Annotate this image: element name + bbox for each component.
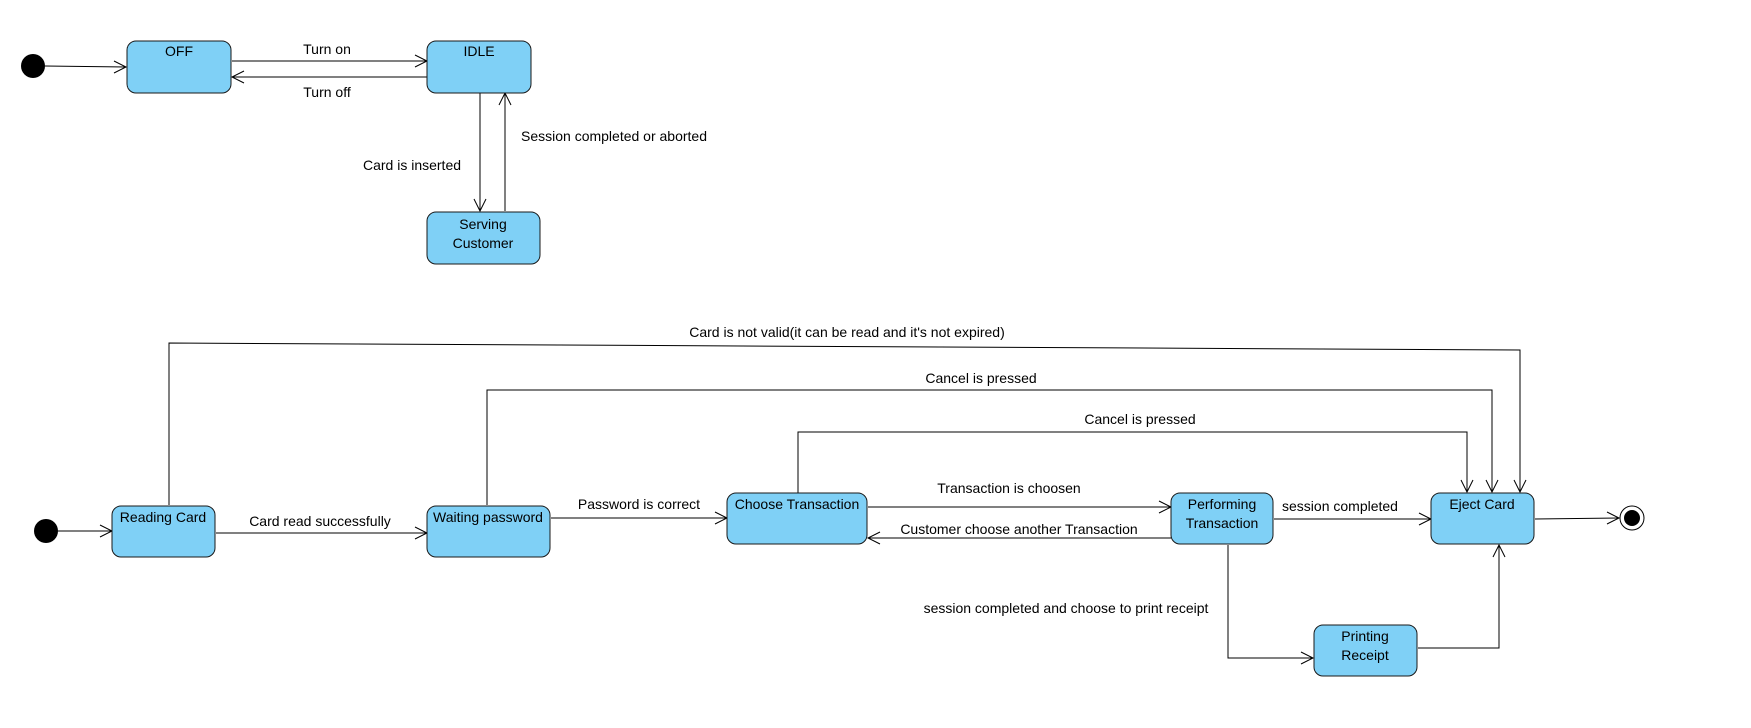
edge-idle-to-serving: Card is inserted <box>363 93 487 213</box>
label-password-is-correct: Password is correct <box>578 496 700 512</box>
state-idle: IDLE <box>426 40 532 94</box>
state-serving-customer-line2: Customer <box>453 235 514 251</box>
state-reading-card: Reading Card <box>111 505 216 558</box>
state-performing-transaction-line2: Transaction <box>1186 515 1259 531</box>
label-session-completed: session completed <box>1282 498 1398 514</box>
edge-performing-to-eject: session completed <box>1274 498 1433 526</box>
state-off: OFF <box>126 40 232 94</box>
label-turn-on: Turn on <box>303 41 351 57</box>
state-idle-label: IDLE <box>463 43 494 59</box>
edge-performing-to-choose: Customer choose another Transaction <box>866 521 1171 545</box>
state-performing-transaction: Performing Transaction <box>1170 492 1274 545</box>
state-printing-receipt-line2: Receipt <box>1341 647 1389 663</box>
edge-initial-to-reading <box>58 524 114 538</box>
initial-state-bottom <box>34 519 58 543</box>
label-cancel-pressed-2: Cancel is pressed <box>1084 411 1195 427</box>
state-serving-customer-line1: Serving <box>459 216 506 232</box>
edge-waiting-to-choose: Password is correct <box>551 496 729 525</box>
edge-serving-to-idle: Session completed or aborted <box>498 91 707 211</box>
label-turn-off: Turn off <box>303 84 351 100</box>
label-transaction-is-choosen: Transaction is choosen <box>937 480 1080 496</box>
edge-waiting-to-eject: Cancel is pressed <box>486 370 1499 505</box>
label-card-not-valid: Card is not valid(it can be read and it'… <box>689 324 1005 340</box>
label-card-is-inserted: Card is inserted <box>363 157 461 173</box>
state-waiting-password: Waiting password <box>426 505 551 558</box>
edge-off-to-idle: Turn on <box>232 41 429 68</box>
edge-initial-to-off <box>44 60 128 74</box>
edge-reading-to-waiting: Card read successfully <box>216 513 429 540</box>
edge-choose-to-performing: Transaction is choosen <box>868 480 1173 514</box>
final-state <box>1619 505 1645 531</box>
state-choose-transaction-label: Choose Transaction <box>735 496 860 512</box>
state-reading-card-label: Reading Card <box>120 509 206 525</box>
label-session-completed-print: session completed and choose to print re… <box>924 600 1209 616</box>
edge-reading-to-eject: Card is not valid(it can be read and it'… <box>168 324 1527 505</box>
state-waiting-password-label: Waiting password <box>433 509 543 525</box>
state-choose-transaction: Choose Transaction <box>726 492 868 545</box>
label-cancel-pressed-1: Cancel is pressed <box>925 370 1036 386</box>
state-printing-receipt: Printing Receipt <box>1313 624 1418 677</box>
edge-performing-to-printing: session completed and choose to print re… <box>924 545 1315 665</box>
edge-idle-to-off: Turn off <box>230 70 427 100</box>
state-eject-card: Eject Card <box>1430 492 1535 545</box>
edge-printing-to-eject <box>1418 543 1506 649</box>
state-off-label: OFF <box>165 43 193 59</box>
state-printing-receipt-line1: Printing <box>1341 628 1388 644</box>
state-eject-card-label: Eject Card <box>1449 496 1514 512</box>
label-customer-choose-another: Customer choose another Transaction <box>900 521 1137 537</box>
edge-choose-to-eject: Cancel is pressed <box>797 411 1474 494</box>
label-session-completed-or-aborted: Session completed or aborted <box>521 128 707 144</box>
state-serving-customer: Serving Customer <box>426 211 541 265</box>
initial-state-top <box>21 54 45 78</box>
label-card-read-successfully: Card read successfully <box>249 513 391 529</box>
edge-eject-to-final <box>1534 511 1621 525</box>
state-performing-transaction-line1: Performing <box>1188 496 1256 512</box>
